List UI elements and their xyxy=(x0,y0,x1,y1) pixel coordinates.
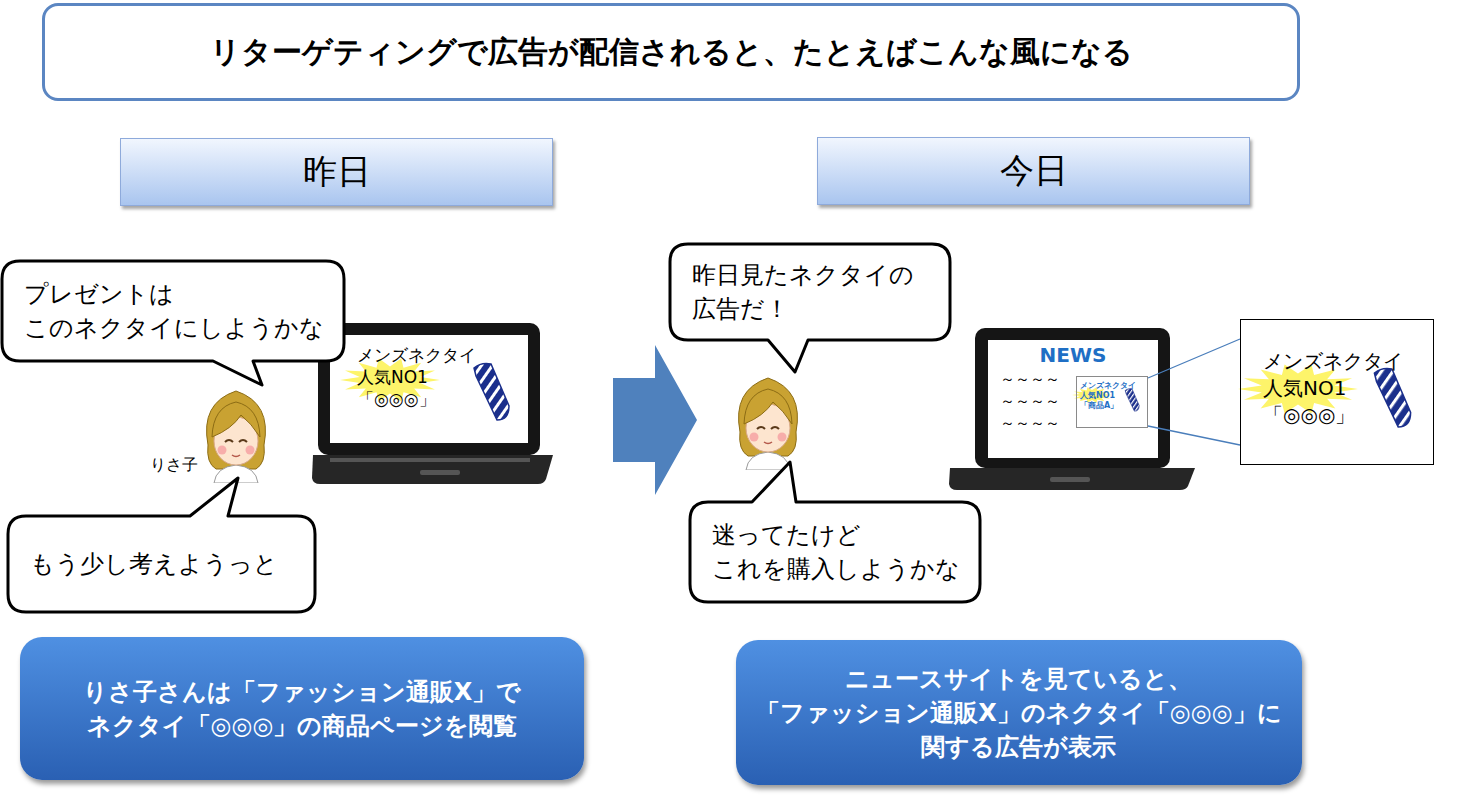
text-group: 昨日 xyxy=(303,149,371,195)
node-text: 昨日 xyxy=(303,149,371,195)
text-group: メンズネクタイ 人気NO1 「◎◎◎」 xyxy=(357,344,476,410)
caption-box: ニュースサイトを見ていると、 「ファッション通販X」のネクタイ「◎◎◎」に 関す… xyxy=(736,640,1302,785)
node-text: りさ子さんは「ファッション通販X」で ネクタイ「◎◎◎」の商品ページを閲覧 xyxy=(83,675,522,743)
day-header: 今日 xyxy=(817,137,1250,205)
node-text: プレゼントは このネクタイにしようかな xyxy=(24,277,324,345)
big-arrow xyxy=(613,345,697,495)
ad-banner: メンズネクタイ 人気NO1 「商品A」 xyxy=(1076,376,1148,428)
text-group: メンズネクタイ 人気NO1 「商品A」 xyxy=(1080,381,1136,411)
text-group: りさ子さんは「ファッション通販X」で ネクタイ「◎◎◎」の商品ページを閲覧 xyxy=(83,675,522,743)
laptop-left xyxy=(312,323,553,484)
text-label: りさ子 xyxy=(150,456,198,474)
node-text: もう少し考えようっと xyxy=(30,547,278,581)
text-group: メンズネクタイ 人気NO1 「◎◎◎」 xyxy=(1263,348,1403,429)
bubble-outline xyxy=(690,502,980,602)
ad-zoom-box: メンズネクタイ 人気NO1 「◎◎◎」 xyxy=(1240,319,1434,465)
text-label: ～～～～ xyxy=(1000,414,1060,432)
text-label: ～～～～ xyxy=(1000,370,1060,388)
node-text: NEWS xyxy=(1040,343,1107,367)
caption-box: りさ子さんは「ファッション通販X」で ネクタイ「◎◎◎」の商品ページを閲覧 xyxy=(20,637,584,780)
text-group: NEWS xyxy=(1040,343,1107,367)
speech-bubble: プレゼントは このネクタイにしようかな xyxy=(2,261,344,361)
title-text: リターゲティングで広告が配信されると、たとえばこんな風になる xyxy=(210,32,1133,73)
text-group: 昨日見たネクタイの 広告だ！ xyxy=(692,258,914,326)
node-text: メンズネクタイ 人気NO1 「商品A」 xyxy=(1080,381,1136,411)
speech-bubble: もう少し考えようっと xyxy=(8,516,315,612)
laptop-right xyxy=(949,328,1195,490)
node-text: 迷ってたけど これを購入しようかな xyxy=(712,518,960,586)
bubble-outline xyxy=(670,244,950,340)
speech-bubble: 迷ってたけど これを購入しようかな xyxy=(690,502,980,602)
title-box: リターゲティングで広告が配信されると、たとえばこんな風になる xyxy=(42,3,1300,101)
tie-picture xyxy=(1374,369,1410,427)
node-text: メンズネクタイ 人気NO1 「◎◎◎」 xyxy=(357,344,476,410)
bubble-outline xyxy=(2,261,344,361)
text-group: プレゼントは このネクタイにしようかな xyxy=(24,277,324,345)
node-text: 昨日見たネクタイの 広告だ！ xyxy=(692,258,914,326)
text-group: 迷ってたけど これを購入しようかな xyxy=(712,518,960,586)
day-header: 昨日 xyxy=(120,138,553,206)
person-figure xyxy=(207,391,266,483)
zoom-leader xyxy=(1148,339,1240,445)
node-text: 今日 xyxy=(1000,148,1068,194)
node-text: メンズネクタイ 人気NO1 「◎◎◎」 xyxy=(1263,348,1403,429)
person-figure xyxy=(739,378,798,470)
node-text: ニュースサイトを見ていると、 「ファッション通販X」のネクタイ「◎◎◎」に 関す… xyxy=(756,662,1281,764)
text-group: ニュースサイトを見ていると、 「ファッション通販X」のネクタイ「◎◎◎」に 関す… xyxy=(756,662,1281,764)
tie-picture xyxy=(474,364,509,421)
text-label: ～～～～ xyxy=(1000,392,1060,410)
tie-picture xyxy=(1125,389,1139,412)
laptop-screen: メンズネクタイ 人気NO1 「◎◎◎」 xyxy=(330,335,528,443)
text-group: もう少し考えようっと xyxy=(30,547,278,581)
speech-bubble: 昨日見たネクタイの 広告だ！ xyxy=(670,244,950,340)
text-group: 今日 xyxy=(1000,148,1068,194)
